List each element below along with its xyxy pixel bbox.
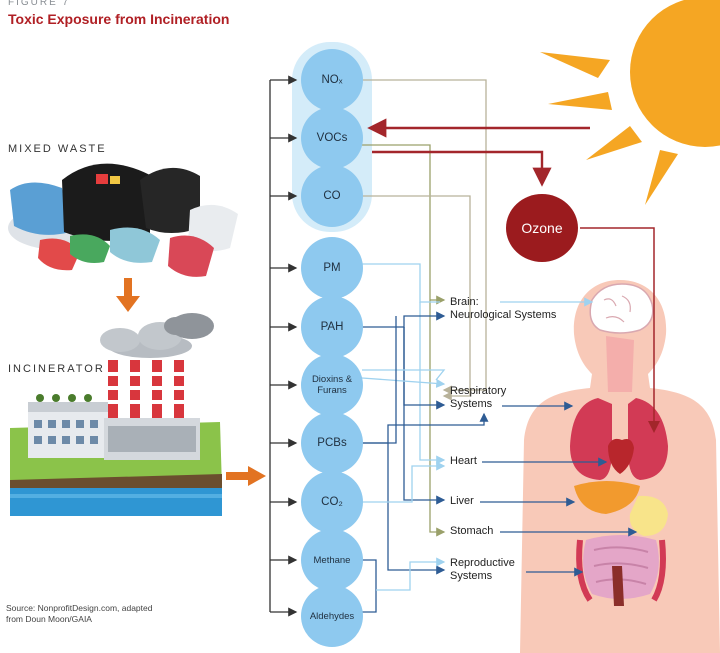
incinerator-heading: INCINERATOR: [8, 363, 105, 375]
stomach-icon: [629, 495, 668, 536]
system-stomach: Stomach: [450, 525, 494, 537]
chemical-aldehydes: Aldehydes: [301, 585, 363, 647]
smoke-cloud-icon: [100, 313, 214, 358]
sun-icon: [540, 0, 720, 205]
emission-bracket: [269, 75, 298, 617]
ozone-pathway: [367, 118, 660, 433]
liver-icon: [574, 481, 640, 514]
chemical-methane: Methane: [301, 529, 363, 591]
human-body-icon: [520, 280, 720, 653]
system-reproductive: Reproductive Systems: [450, 557, 515, 582]
pathway-lines: [361, 79, 638, 613]
mixed-waste-heading: MIXED WASTE: [8, 143, 107, 155]
chemical-pcbs: PCBs: [301, 412, 363, 474]
chemical-pah: PAH: [301, 296, 363, 358]
source-note: Source: NonprofitDesign.com, adapted fro…: [6, 603, 153, 624]
system-heart: Heart: [450, 455, 477, 467]
ozone-node: Ozone: [506, 194, 578, 262]
chemical-nox: NOₓ: [301, 49, 363, 111]
figure-title: Toxic Exposure from Incineration: [8, 11, 230, 27]
chemical-vocs: VOCs: [301, 107, 363, 169]
brain-icon: [589, 283, 654, 334]
incinerator-output-arrow: [226, 466, 266, 486]
system-brain: Brain: Neurological Systems: [450, 296, 557, 321]
trash-bags-icon: [8, 163, 238, 277]
chemical-pm: PM: [301, 237, 363, 299]
chemical-co2: CO₂: [301, 471, 363, 533]
chemical-co: CO: [301, 165, 363, 227]
figure-label: FIGURE 7: [8, 0, 71, 8]
incinerator-factory-icon: [10, 313, 222, 516]
system-liver: Liver: [450, 495, 474, 507]
waste-to-incinerator-arrow: [116, 278, 140, 312]
heart-icon: [608, 438, 634, 474]
system-respiratory: Respiratory Systems: [450, 385, 507, 410]
chemical-dioxins-furans: Dioxins & Furans: [301, 354, 363, 416]
